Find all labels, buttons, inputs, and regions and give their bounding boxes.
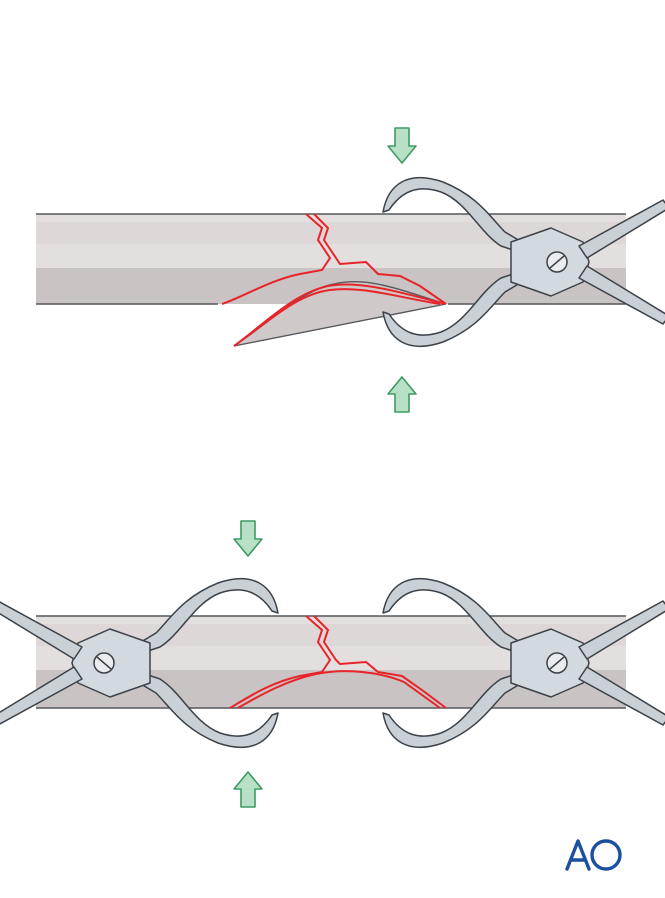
ao-logo: AO (564, 835, 622, 871)
compression-arrow-bottom (387, 376, 417, 413)
panel-1 (36, 127, 665, 413)
ao-logo-text: AO (564, 835, 566, 836)
compression-arrow-top (233, 520, 263, 557)
compression-arrow-top (387, 127, 417, 164)
compression-arrow-bottom (233, 771, 263, 808)
panel-2 (0, 520, 665, 808)
fracture-lines (221, 213, 447, 347)
fracture-lines (229, 615, 447, 709)
